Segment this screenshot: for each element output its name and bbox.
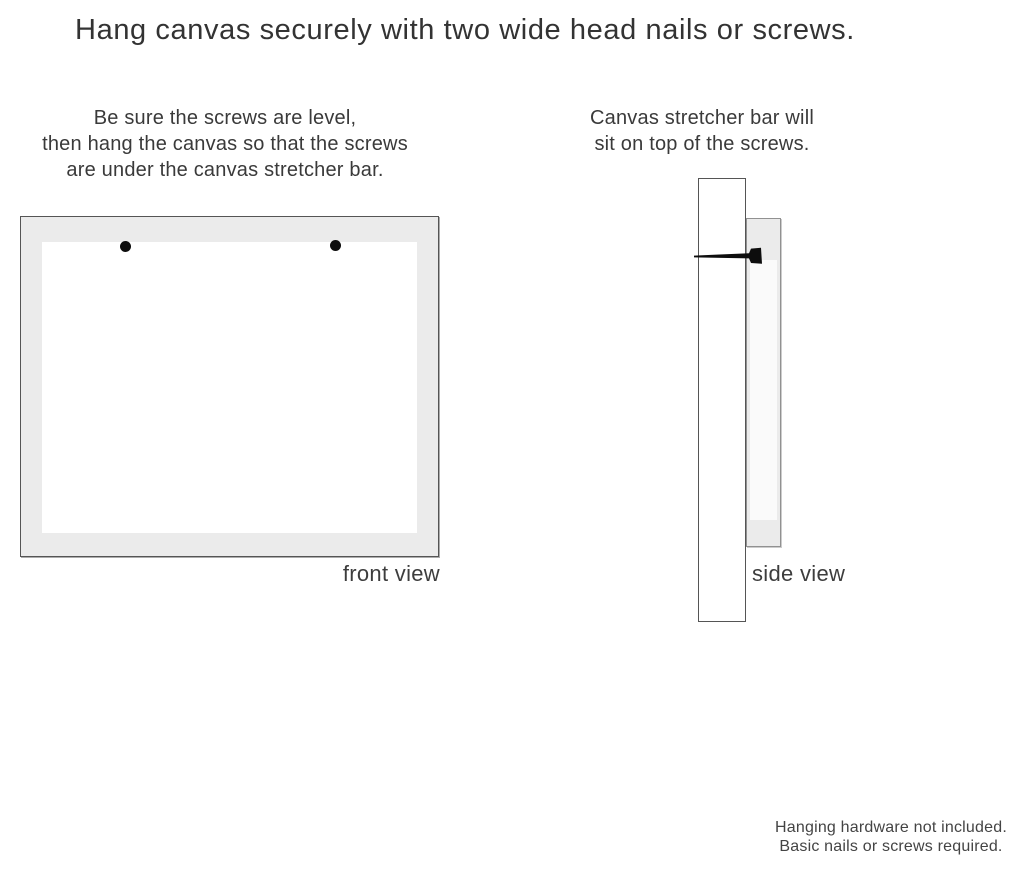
side-view-instruction-line: sit on top of the screws. [594,133,810,155]
hardware-note: Hanging hardware not included. Basic nai… [741,818,1024,856]
page-title: Hang canvas securely with two wide head … [75,14,855,46]
hardware-note-line: Hanging hardware not included. [775,819,1007,836]
front-view-instruction: Be sure the screws are level, then hang … [30,105,420,183]
nail-icon [694,247,762,264]
hardware-note-line: Basic nails or screws required. [779,838,1003,855]
side-view-wall-bar [698,178,746,622]
nail-head-dot-left [120,241,131,252]
front-view-label: front view [342,561,440,586]
side-view-instruction: Canvas stretcher bar will sit on top of … [560,105,844,157]
side-view-canvas-face [750,260,777,520]
front-view-canvas-edge [20,216,439,557]
side-view-canvas-edge [746,218,781,547]
side-view-instruction-line: Canvas stretcher bar will [590,107,814,129]
nail-head-dot-right [330,240,341,251]
front-view-instruction-line: Be sure the screws are level, [93,107,357,129]
front-view-instruction-line: then hang the canvas so that the screws [42,133,408,155]
front-view-instruction-line: are under the canvas stretcher bar. [66,159,384,181]
front-view-canvas-face [42,242,417,533]
side-view-label: side view [752,561,846,586]
